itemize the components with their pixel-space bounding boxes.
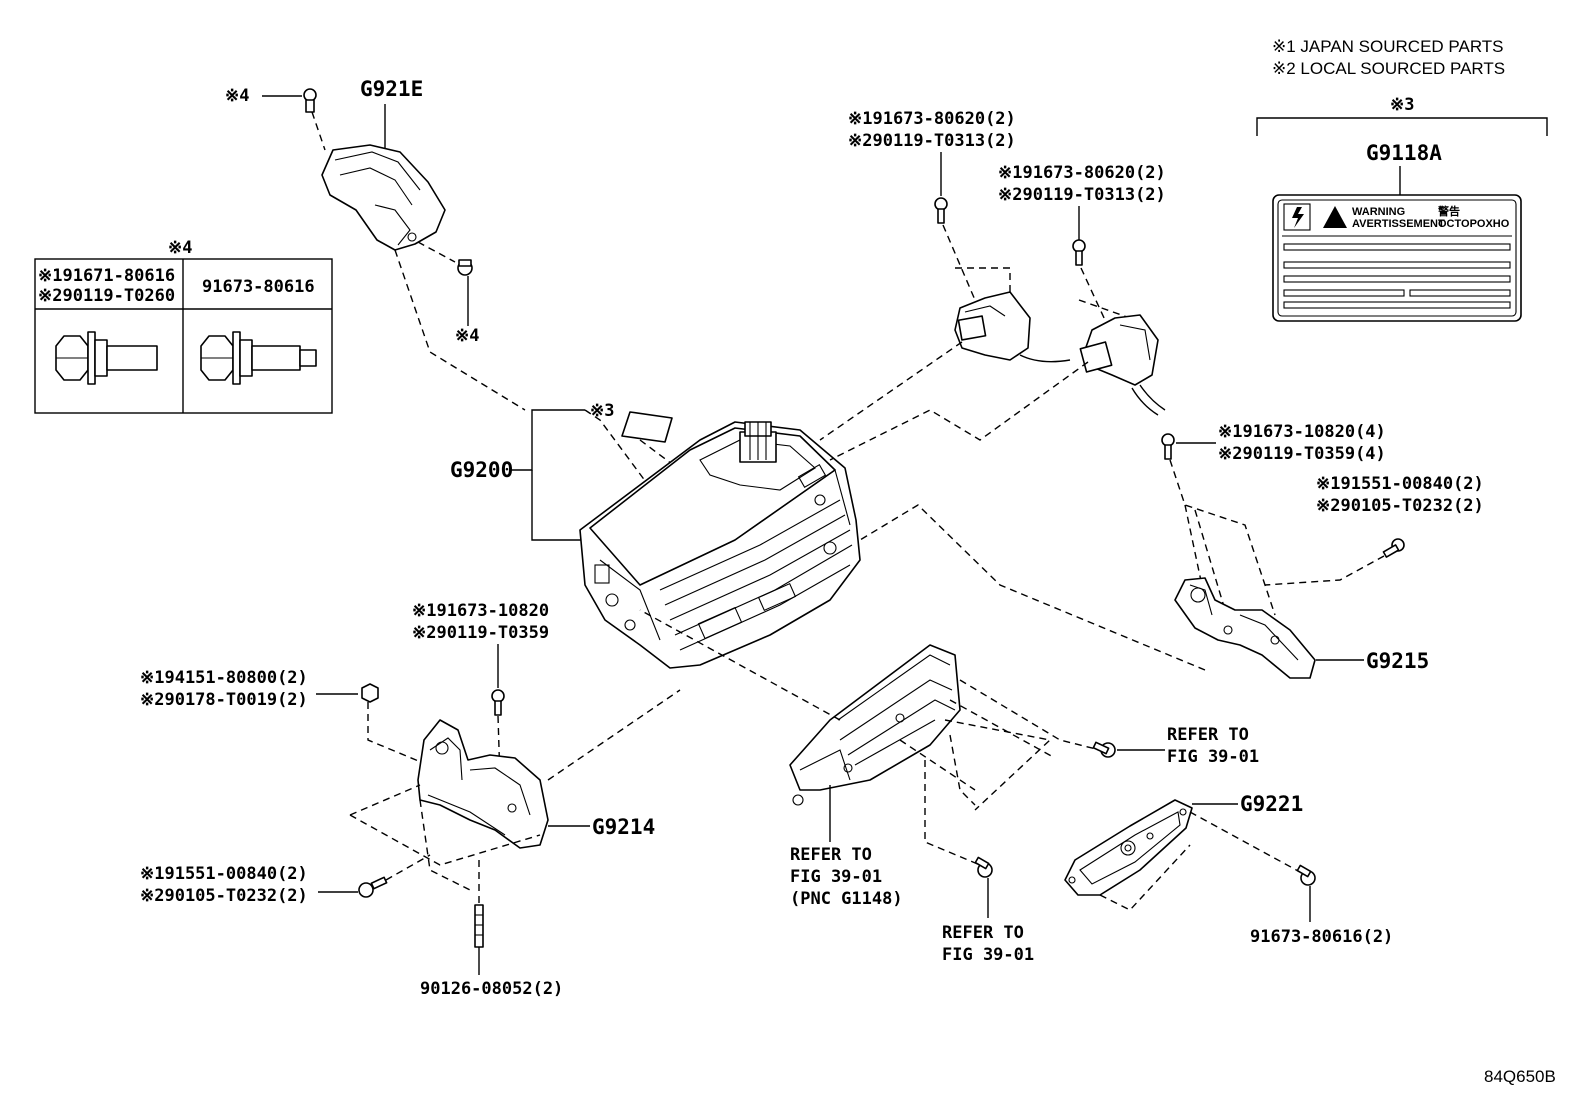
bolt-icon-sensor2 (1072, 239, 1086, 266)
note4-col1-japan: ※191671-80616 (38, 266, 175, 286)
bolt-icon-g9221 (1296, 864, 1316, 886)
note4-col1-local: ※290119-T0260 (38, 286, 175, 306)
legend-japan-sourced: ※1 JAPAN SOURCED PARTS (1272, 37, 1504, 56)
refer3-line1: REFER TO (942, 923, 1024, 943)
g9200-label: G9200 (450, 458, 513, 482)
sensor1-japan-pn: ※191673-80620(2) (848, 109, 1016, 129)
lower-housing (789, 644, 961, 791)
bolt-icon-left-lower (358, 876, 388, 898)
sensor2-japan-pn: ※191673-80620(2) (998, 163, 1166, 183)
sensor-2-group: ※191673-80620(2) ※290119-T0313(2) (829, 163, 1166, 461)
stud-pn: 90126-08052(2) (420, 979, 563, 999)
refer1-line1: REFER TO (1167, 725, 1249, 745)
legend: ※1 JAPAN SOURCED PARTS ※2 LOCAL SOURCED … (1272, 37, 1505, 78)
g9221-group: G9221 91673-80616(2) (1064, 792, 1393, 947)
octopoxho-word: OCTOPOXHO (1438, 218, 1510, 230)
figure-code: 84Q650B (1484, 1067, 1556, 1086)
g9215-group: ※191673-10820(4) ※290119-T0359(4) ※19155… (859, 422, 1484, 679)
label-sticker (621, 411, 673, 443)
bolt-icon-r1 (1161, 433, 1175, 460)
bolt-icon-top (303, 88, 317, 113)
g9215-bracket (1174, 577, 1316, 679)
bolt-icon-center (491, 689, 505, 716)
sensor2-local-pn: ※290119-T0313(2) (998, 185, 1166, 205)
bolt-r1-local-pn: ※290119-T0359(4) (1218, 444, 1386, 464)
refer3-line2: FIG 39-01 (942, 945, 1034, 965)
g921e-cover (321, 144, 446, 251)
bolt-icon-r2 (1382, 538, 1405, 558)
g921e-label: G921E (360, 77, 423, 101)
bolt-icon-cover (457, 259, 473, 276)
g9200-top-connector (739, 421, 777, 463)
flange-bolt-icon-2 (200, 331, 317, 385)
note3-bracket-label: ※3 (1390, 95, 1414, 115)
g9221-label: G9221 (1240, 792, 1303, 816)
note3-main-label: ※3 (590, 401, 614, 421)
bolt-r1-japan-pn: ※191673-10820(4) (1218, 422, 1386, 442)
note4-col2: 91673-80616 (202, 277, 315, 297)
legend-local-sourced: ※2 LOCAL SOURCED PARTS (1272, 59, 1505, 78)
sensor-1-group: ※191673-80620(2) ※290119-T0313(2) (819, 109, 1071, 441)
nut-l-japan-pn: ※194151-80800(2) (140, 668, 308, 688)
warning-jp-word: 警告 (1437, 204, 1460, 218)
refer2-line3: (PNC G1148) (790, 889, 903, 909)
flange-bolt-icon-1 (55, 331, 158, 385)
warning-label-group: ※3 G9118A ! WARNING AVERTISSEMENT 警告 OCT… (1256, 95, 1548, 322)
g921e-group: ※4 G921E ※4 (225, 77, 526, 411)
note4-table-title: ※4 (168, 238, 192, 258)
warning-triangle-icon (1323, 206, 1347, 228)
center-lower-group: REFER TO FIG 39-01 REFER TO FIG 39-01 (P… (639, 609, 1259, 965)
sensor1-local-pn: ※290119-T0313(2) (848, 131, 1016, 151)
g9200-group: G9200 ※3 (450, 401, 861, 669)
refer2-line2: FIG 39-01 (790, 867, 882, 887)
stud-icon (474, 904, 484, 948)
bolt-r2-japan-pn: ※191551-00840(2) (1316, 474, 1484, 494)
avertissement-word: AVERTISSEMENT (1352, 218, 1445, 230)
bolt-icon-refer1 (1092, 741, 1116, 758)
bolt-c-local-pn: ※290119-T0359 (412, 623, 549, 643)
bolt-g9221-pn: 91673-80616(2) (1250, 927, 1393, 947)
g9214-label: G9214 (592, 815, 655, 839)
bolt-icon-sensor1 (934, 197, 948, 224)
g9214-group: ※191673-10820 ※290119-T0359 ※194151-8080… (140, 601, 681, 999)
bolt-c-japan-pn: ※191673-10820 (412, 601, 549, 621)
refer2-line1: REFER TO (790, 845, 872, 865)
g9214-bracket (417, 719, 549, 849)
bracket-line (1256, 117, 1548, 136)
nut-l-local-pn: ※290178-T0019(2) (140, 690, 308, 710)
bolt-r2-local-pn: ※290105-T0232(2) (1316, 496, 1484, 516)
g9221-cover (1064, 799, 1193, 896)
nut-icon-left (361, 683, 379, 703)
g9215-label: G9215 (1366, 649, 1429, 673)
bolt-l-local-pn: ※290105-T0232(2) (140, 886, 308, 906)
g9118a-label: G9118A (1366, 141, 1442, 165)
refer1-line2: FIG 39-01 (1167, 747, 1259, 767)
warning-word: WARNING (1352, 206, 1405, 218)
note4-table: ※4 ※191671-80616 ※290119-T0260 91673-806… (34, 238, 333, 414)
bolt-icon-refer3 (974, 856, 993, 878)
note4-bolt-label: ※4 (455, 326, 479, 346)
note4-top-label: ※4 (225, 86, 249, 106)
electric-hazard-icon (1283, 203, 1311, 231)
sensor-1 (954, 291, 1031, 361)
bolt-l-japan-pn: ※191551-00840(2) (140, 864, 308, 884)
svg-text:!: ! (1333, 214, 1339, 230)
